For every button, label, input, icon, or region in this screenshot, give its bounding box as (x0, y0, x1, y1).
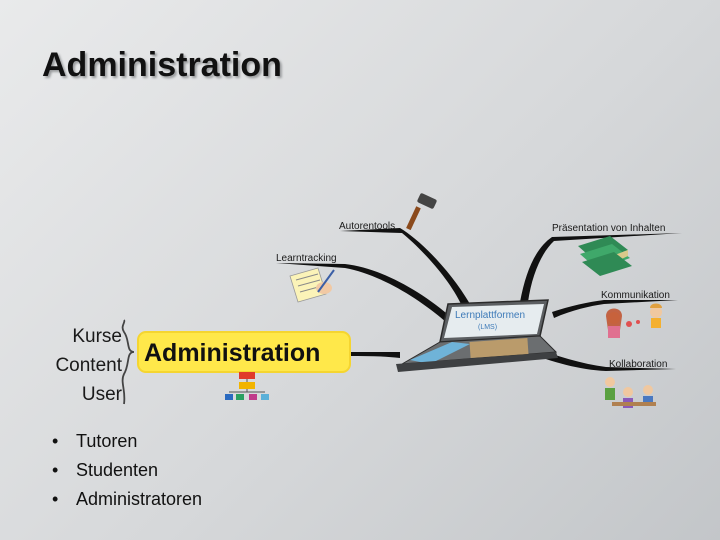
administration-bracket (123, 320, 134, 404)
org-chart-icon (225, 372, 269, 400)
notepad-icon (290, 268, 334, 302)
bullet-item: Studenten (52, 456, 202, 485)
administration-item-user: User (82, 384, 123, 405)
node-learntracking: Learntracking (276, 253, 337, 264)
hammer-icon (406, 193, 437, 230)
node-autorentools: Autorentools (339, 221, 395, 232)
branch-administration (350, 352, 400, 358)
node-kollaboration: Kollaboration (609, 359, 667, 370)
collaboration-people-icon (605, 377, 656, 408)
bullet-item: Administratoren (52, 485, 202, 514)
node-kommunikation: Kommunikation (601, 290, 670, 301)
center-sublabel: (LMS) (478, 324, 497, 331)
center-label: Lernplattformen (455, 310, 525, 321)
administration-item-kurse: Kurse (72, 326, 122, 347)
administration-label: Administration (144, 339, 320, 367)
role-bullet-list: Tutoren Studenten Administratoren (52, 427, 202, 514)
administration-item-content: Content (55, 355, 122, 376)
communication-people-icon (606, 304, 662, 339)
node-praesentation: Präsentation von Inhalten (552, 223, 665, 234)
books-icon (578, 236, 632, 276)
bullet-item: Tutoren (52, 427, 202, 456)
